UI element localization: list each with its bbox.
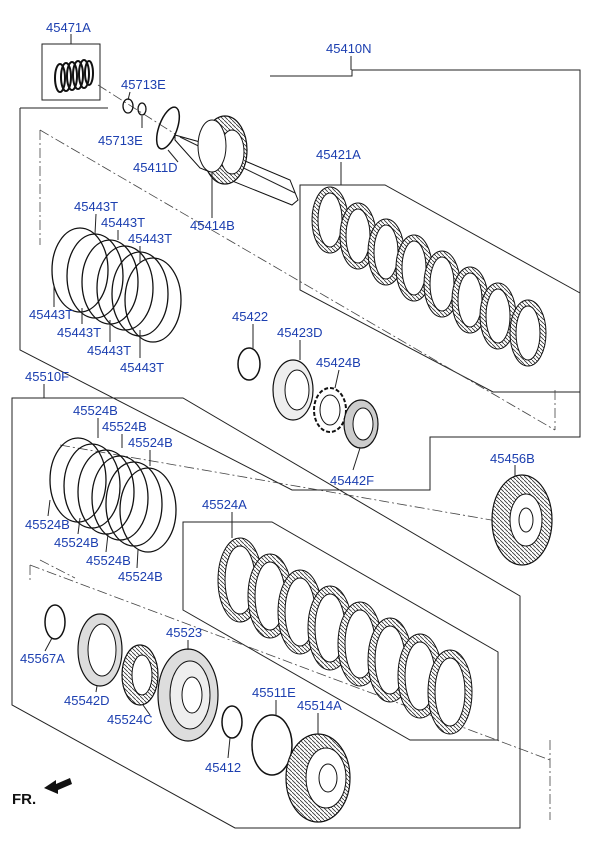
snap-ring-part [155,106,181,150]
label-45524B-7[interactable]: 45524B [118,569,163,584]
label-45456B[interactable]: 45456B [490,451,535,466]
label-45443T-1[interactable]: 45443T [74,199,118,214]
label-45443T-2[interactable]: 45443T [101,215,145,230]
hub-45514A [285,733,351,823]
label-45713E-a[interactable]: 45713E [121,77,166,92]
ring-45412 [221,705,243,739]
label-45713E-b[interactable]: 45713E [98,133,143,148]
group-frame-45410N [19,69,581,491]
label-45414B[interactable]: 45414B [190,218,235,233]
spring-45524C [121,644,159,706]
label-45443T-5[interactable]: 45443T [57,325,101,340]
label-45443T-4[interactable]: 45443T [29,307,73,322]
label-45443T-7[interactable]: 45443T [120,360,164,375]
label-45524B-5[interactable]: 45524B [54,535,99,550]
label-45514A[interactable]: 45514A [297,698,342,713]
part-labels: 45471A 45410N 45713E 45713E 45411D 45414… [20,20,535,775]
front-arrow-icon [44,778,72,794]
snap-ring-45567A [44,604,66,640]
rings-45524B [49,437,177,553]
small-rings-part [122,98,147,116]
shaft-gear-part [174,115,299,206]
leader-lines [43,34,516,759]
label-45443T-3[interactable]: 45443T [128,231,172,246]
label-45542D[interactable]: 45542D [64,693,110,708]
piston-45542D [77,613,123,687]
label-45510F[interactable]: 45510F [25,369,69,384]
label-45523[interactable]: 45523 [166,625,202,640]
front-label: FR. [12,791,36,808]
label-45524C[interactable]: 45524C [107,712,153,727]
label-45443T-6[interactable]: 45443T [87,343,131,358]
label-45471A[interactable]: 45471A [46,20,91,35]
clutch-plates-lower [217,537,473,735]
piston-45423D [272,359,314,421]
label-45412[interactable]: 45412 [205,760,241,775]
label-45410N[interactable]: 45410N [326,41,372,56]
label-45524B-4[interactable]: 45524B [25,517,70,532]
label-45524B-6[interactable]: 45524B [86,553,131,568]
label-45511E[interactable]: 45511E [252,685,296,700]
label-45567A[interactable]: 45567A [20,651,65,666]
seal-45442F [343,399,379,449]
retainer-45523 [157,648,219,742]
label-45524A[interactable]: 45524A [202,497,247,512]
label-45422[interactable]: 45422 [232,309,268,324]
label-45442F[interactable]: 45442F [330,473,374,488]
label-45524B-2[interactable]: 45524B [102,419,147,434]
group-frame-45524A [182,521,499,741]
group-frame-45510F [11,397,521,829]
label-45411D[interactable]: 45411D [133,160,178,175]
center-lines [29,84,556,820]
ring-45511E [251,714,293,776]
clutch-plates-upper [311,186,547,367]
label-45524B-3[interactable]: 45524B [128,435,173,450]
label-45423D[interactable]: 45423D [277,325,323,340]
spring-ring-45424B [313,387,347,433]
label-45524B-1[interactable]: 45524B [73,403,118,418]
front-indicator: FR. [12,778,72,808]
gear-45456B [491,474,553,566]
spring-part [54,59,94,93]
label-45421A[interactable]: 45421A [316,147,361,162]
label-45424B[interactable]: 45424B [316,355,361,370]
ring-45422 [237,347,261,381]
group-frame-45421A [299,184,581,393]
